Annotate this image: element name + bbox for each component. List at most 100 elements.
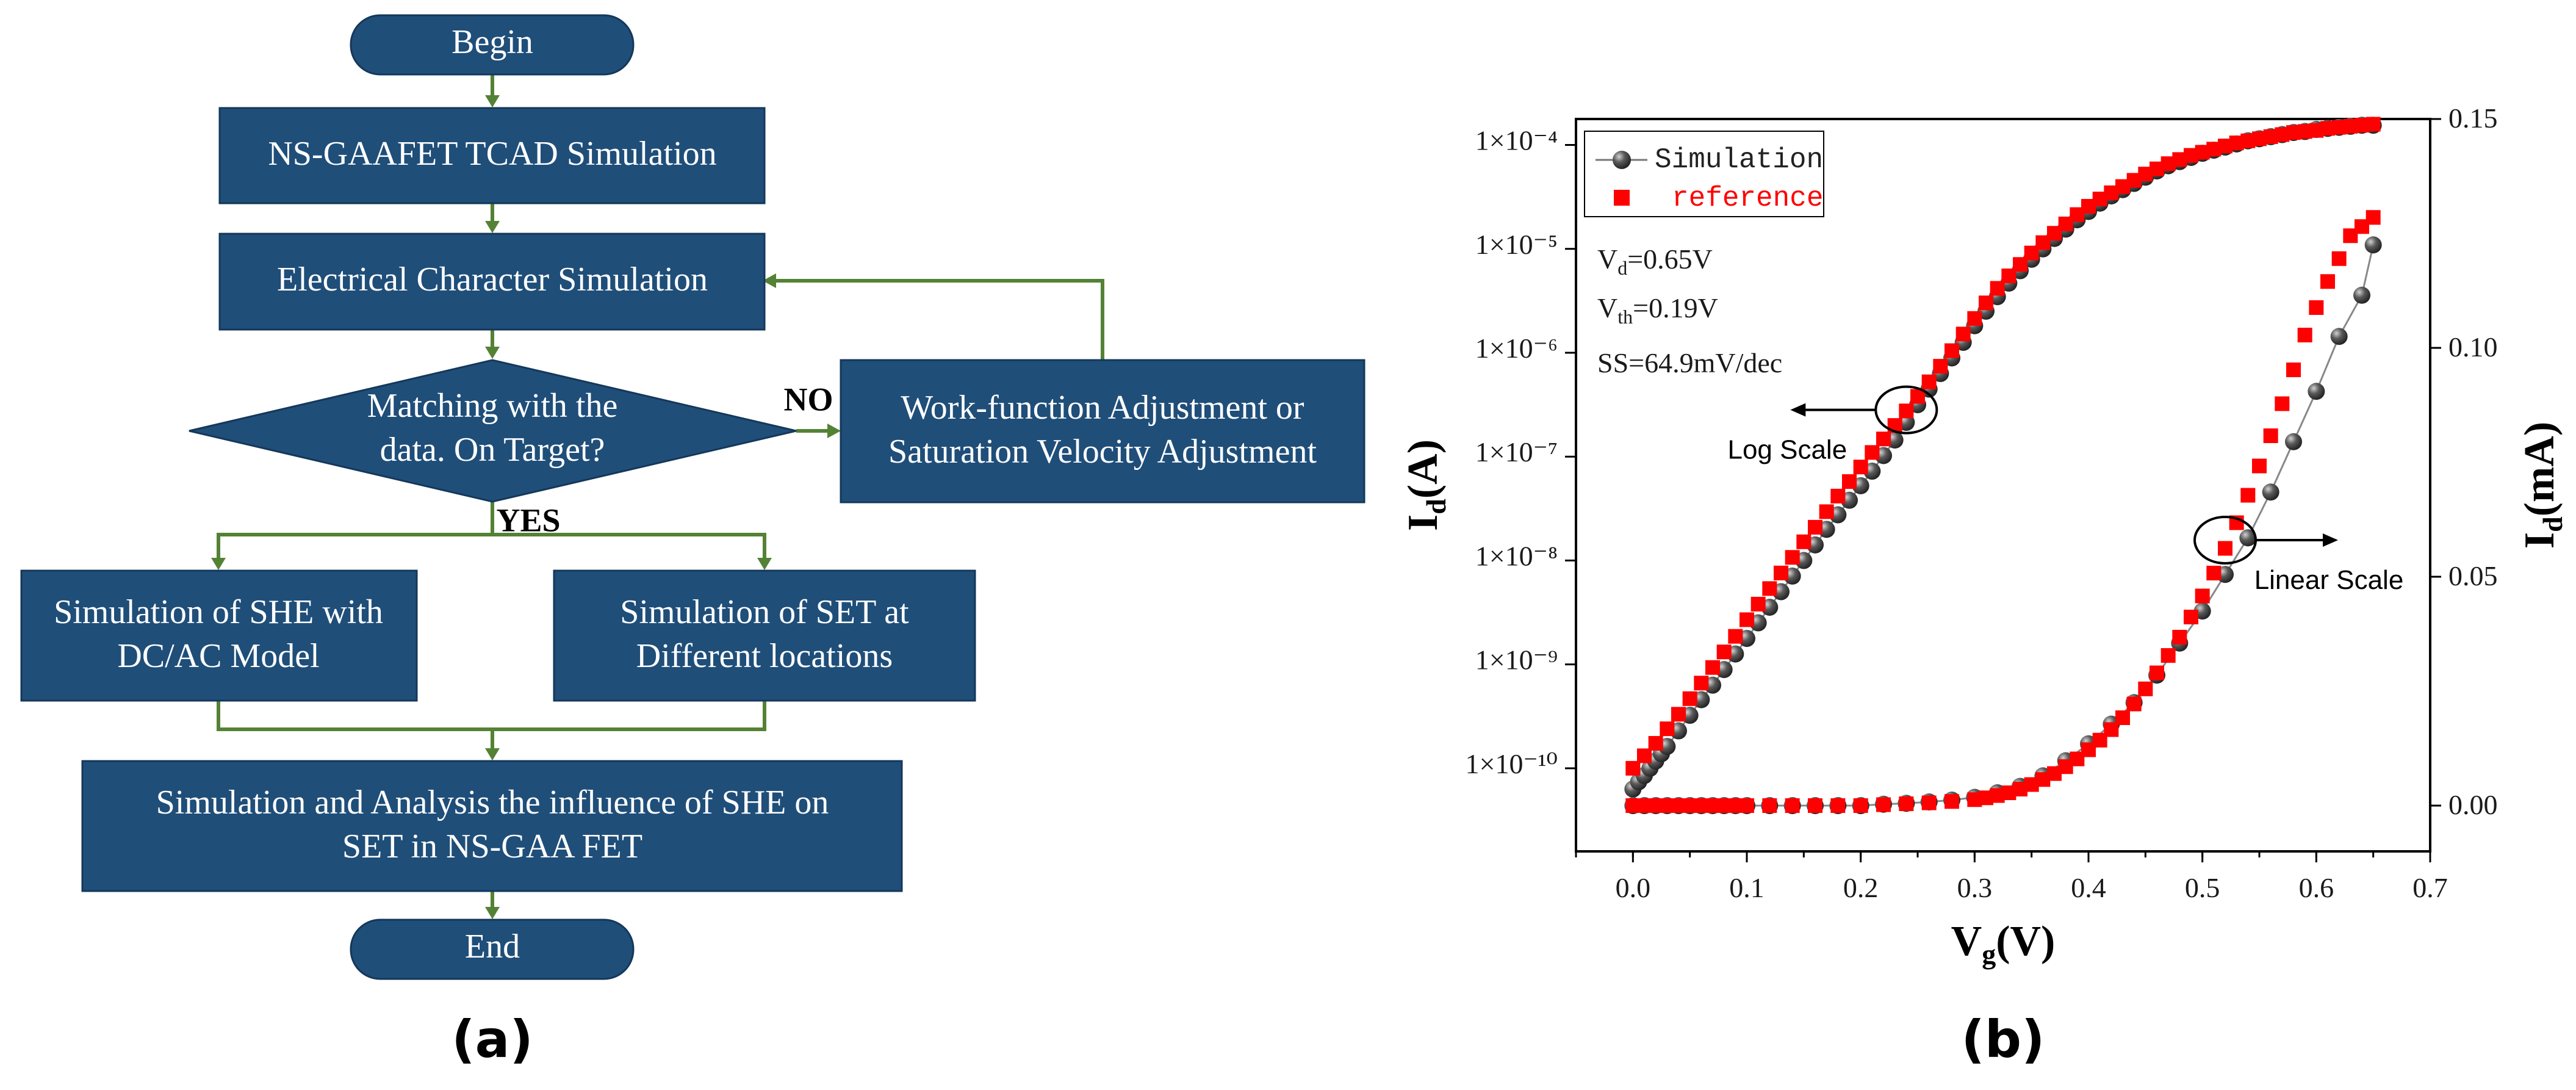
reference-point xyxy=(1716,644,1732,660)
reference-point xyxy=(1865,445,1880,460)
node-set: Simulation of SET at Different locations xyxy=(553,569,976,702)
y-right-tick-label: 0.10 xyxy=(2448,331,2498,363)
node-decision-line2: data. On Target? xyxy=(380,431,605,469)
arrow-head xyxy=(485,748,500,760)
arrow-head xyxy=(827,424,841,438)
simulation-point xyxy=(2330,328,2348,345)
arrow-head xyxy=(485,221,500,233)
linear-scale-arrow-head xyxy=(2323,533,2338,547)
y-right-axis-label: Id(mA) xyxy=(2516,422,2568,549)
node-she: Simulation of SHE with DC/AC Model xyxy=(20,569,418,702)
reference-point xyxy=(2286,363,2301,377)
legend-ref-label: reference xyxy=(1672,182,1823,214)
note-vth: Vth=0.19V xyxy=(1597,292,1718,328)
legend: Simulation reference xyxy=(1584,131,1824,217)
x-axis-label: Vg(V) xyxy=(1951,918,2056,970)
panel-label-b: (b) xyxy=(1962,1009,2045,1069)
branch-yes-label: YES xyxy=(496,502,560,538)
x-tick-label: 0.5 xyxy=(2185,872,2220,903)
y-left-tick-label: 1×10⁻¹⁰ xyxy=(1466,748,1558,779)
flow-connectors xyxy=(211,74,1104,919)
reference-point xyxy=(1876,797,1891,812)
reference-point xyxy=(1750,596,1766,612)
node-electrical: Electrical Character Simulation xyxy=(218,233,766,331)
panel-label-a: (a) xyxy=(452,1009,533,1069)
reference-point xyxy=(2218,541,2232,556)
y-left-axis-label: Id(A) xyxy=(1400,439,1452,531)
reference-point xyxy=(2240,488,2256,503)
note-vd: Vd=0.65V xyxy=(1597,244,1713,279)
node-adjust: Work-function Adjustment or Saturation V… xyxy=(840,359,1365,503)
branch-no-label: NO xyxy=(784,381,833,417)
reference-point xyxy=(1967,311,1982,326)
reference-point xyxy=(1682,691,1697,706)
reference-point xyxy=(2206,142,2222,157)
series-marks xyxy=(1624,117,2382,814)
node-begin-label: Begin xyxy=(452,23,533,61)
reference-point xyxy=(2331,251,2347,266)
node-analysis: Simulation and Analysis the influence of… xyxy=(81,760,903,892)
reference-point xyxy=(1637,748,1652,763)
simulation-point xyxy=(2364,236,2382,254)
reference-point xyxy=(1842,474,1857,489)
reference-point xyxy=(2172,630,2187,644)
reference-point xyxy=(2297,328,2312,342)
reference-point xyxy=(1762,798,1777,813)
simulation-point xyxy=(2308,383,2325,400)
reference-point xyxy=(2366,210,2381,225)
reference-point xyxy=(1728,629,1743,644)
reference-point xyxy=(2160,648,2176,663)
reference-point xyxy=(1774,565,1788,580)
reference-point xyxy=(2115,710,2130,725)
reference-point xyxy=(1648,735,1663,751)
reference-point xyxy=(1819,504,1834,519)
reference-point xyxy=(1945,343,1959,358)
connector-yes-split xyxy=(217,533,766,560)
chart-frame xyxy=(1575,118,2431,853)
arrow-head xyxy=(763,273,776,288)
reference-point xyxy=(2275,396,2290,411)
node-electrical-label: Electrical Character Simulation xyxy=(277,261,708,298)
reference-point xyxy=(1762,581,1777,596)
node-set-line2: Different locations xyxy=(636,637,893,675)
node-analysis-line1: Simulation and Analysis the influence of… xyxy=(156,784,829,821)
log-scale-arrow-head xyxy=(1790,403,1806,417)
node-tcad-label: NS-GAAFET TCAD Simulation xyxy=(268,135,716,173)
reference-point xyxy=(1899,403,1914,419)
x-tick-label: 0.0 xyxy=(1616,872,1651,903)
arrow-head xyxy=(757,558,772,570)
reference-point xyxy=(1990,281,2005,296)
reference-point xyxy=(1796,534,1811,549)
reference-point xyxy=(1660,721,1675,737)
reference-point xyxy=(1853,460,1868,475)
reference-point xyxy=(2206,566,2222,580)
simulation-line xyxy=(1633,244,2375,807)
flowchart: Begin NS-GAAFET TCAD Simulation Electric… xyxy=(20,14,1365,1069)
reference-point xyxy=(1694,676,1709,691)
reference-point xyxy=(1830,488,1846,503)
reference-point xyxy=(2252,458,2267,474)
node-adjust-line2: Saturation Velocity Adjustment xyxy=(888,433,1317,471)
reference-point xyxy=(1921,795,1937,810)
reference-point xyxy=(2138,681,2153,696)
simulation-point xyxy=(2285,433,2302,450)
reference-point xyxy=(1945,794,1959,809)
reference-point xyxy=(1853,798,1868,813)
y-right-axis-ticks: 0.000.050.100.15 xyxy=(2430,103,2498,820)
arrow-head xyxy=(485,907,500,919)
y-left-tick-label: 1×10⁻⁹ xyxy=(1475,644,1558,676)
node-end: End xyxy=(350,919,635,980)
reference-point xyxy=(1740,612,1754,627)
reference-point xyxy=(1808,798,1822,813)
reference-point xyxy=(2309,300,2324,315)
node-analysis-line2: SET in NS-GAA FET xyxy=(342,828,642,865)
simulation-point xyxy=(2353,286,2370,304)
reference-point xyxy=(2366,117,2381,132)
legend-ref-marker xyxy=(1614,190,1630,206)
connector-adjust-loop xyxy=(774,279,1104,360)
x-tick-label: 0.1 xyxy=(1729,872,1765,903)
reference-point xyxy=(1955,327,1971,342)
plot-frame xyxy=(1575,118,2431,853)
reference-point xyxy=(1705,660,1720,675)
